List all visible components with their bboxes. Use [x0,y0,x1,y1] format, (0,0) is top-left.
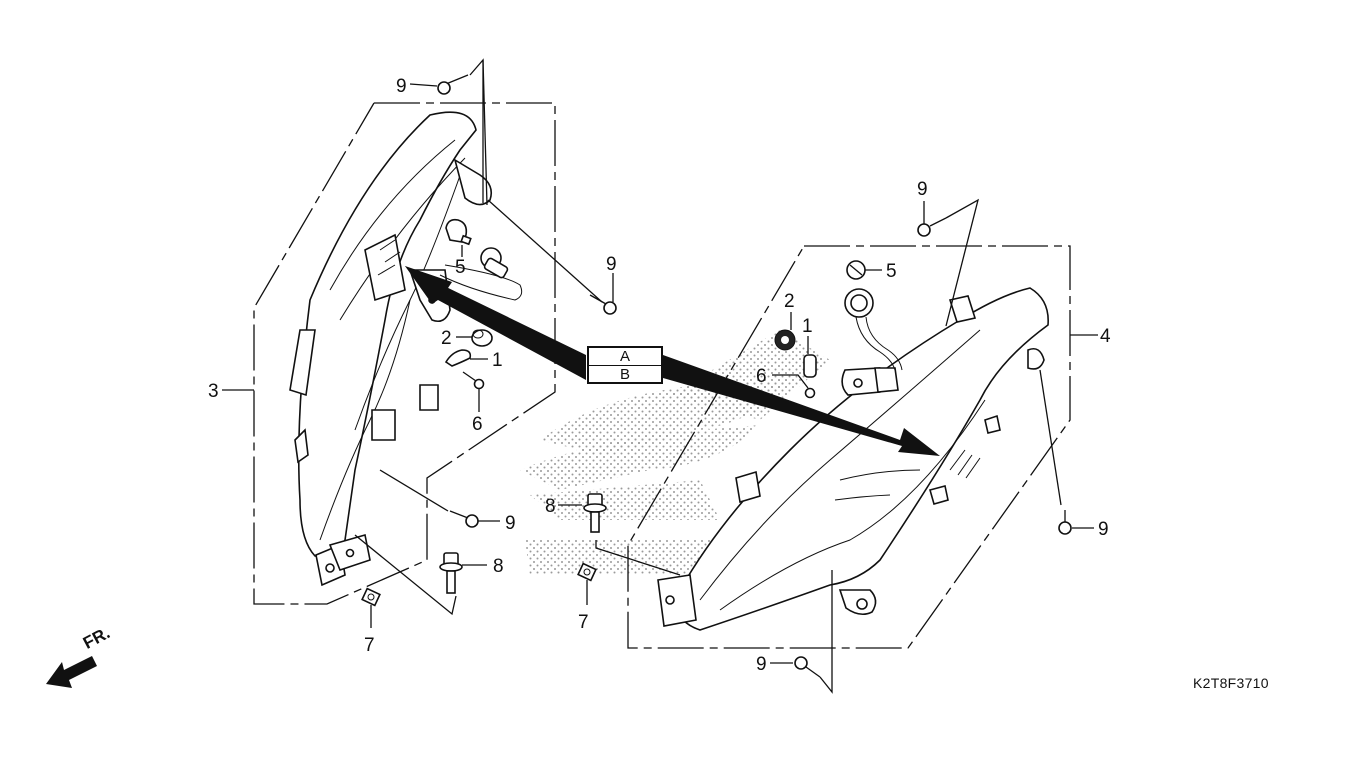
connector-label-a: A [589,348,661,366]
callout-r-clip: 1 [802,316,813,337]
left-bolt [439,552,463,594]
connector-label-box: A B [587,346,663,384]
diagram-reference-code: K2T8F3710 [1193,675,1269,691]
right-clip [803,354,817,378]
right-screw-bottom [794,656,821,678]
left-bulb [445,218,472,246]
left-assembly-boundary [253,102,556,605]
callout-l-screw-top: 9 [396,76,407,97]
right-bulb-socket [844,288,903,371]
callout-r-bulb: 5 [886,261,897,282]
callout-l-grommet: 2 [441,328,452,349]
left-bulb-socket [480,247,509,279]
right-assembly-boundary [627,245,1071,649]
callout-r-screw-bottom: 9 [756,654,767,675]
callout-r-screw-side: 9 [1098,519,1109,540]
connector-label-b: B [619,366,630,383]
left-screw-mid [449,510,479,528]
callout-l-clip: 1 [492,350,503,371]
right-headlight-unit [657,287,1049,631]
callout-c-nut: 7 [578,612,589,633]
left-clip [444,349,472,367]
left-small-screw [462,371,485,390]
callout-r-screw-top: 9 [917,179,928,200]
center-nut [577,562,597,582]
callout-r-grommet: 2 [784,291,795,312]
left-grommet [471,329,493,347]
callout-l-bulb: 5 [455,257,466,278]
callout-l-screw-low: 9 [505,513,516,534]
right-small-screw [804,387,816,399]
right-leaders [558,198,1094,694]
callout-r-small-screw: 6 [756,366,767,387]
callout-l-small-screw: 6 [472,414,483,435]
right-bulb [846,260,866,280]
callout-numbers: 3 4 9 9 9 5 2 1 6 8 7 8 7 9 5 2 1 6 9 9 [208,76,1111,675]
center-bolt [583,493,607,533]
callout-l-screw-mid: 9 [606,254,617,275]
right-screw-top [917,217,947,237]
front-direction-arrow-icon [46,656,97,688]
right-grommet [774,329,796,351]
connector-arrows [405,266,940,456]
callout-c-bolt: 8 [545,496,556,517]
background-wing-shading [520,330,830,575]
callout-l-bolt: 8 [493,556,504,577]
left-leaders [354,58,614,628]
callout-right-assembly: 4 [1100,326,1111,347]
left-screw-top [437,74,469,95]
right-screw-near-9 [589,294,617,315]
left-nut [361,587,381,607]
callout-l-nut: 7 [364,635,375,656]
right-screw-side [1058,510,1072,535]
callout-left-assembly: 3 [208,381,219,402]
